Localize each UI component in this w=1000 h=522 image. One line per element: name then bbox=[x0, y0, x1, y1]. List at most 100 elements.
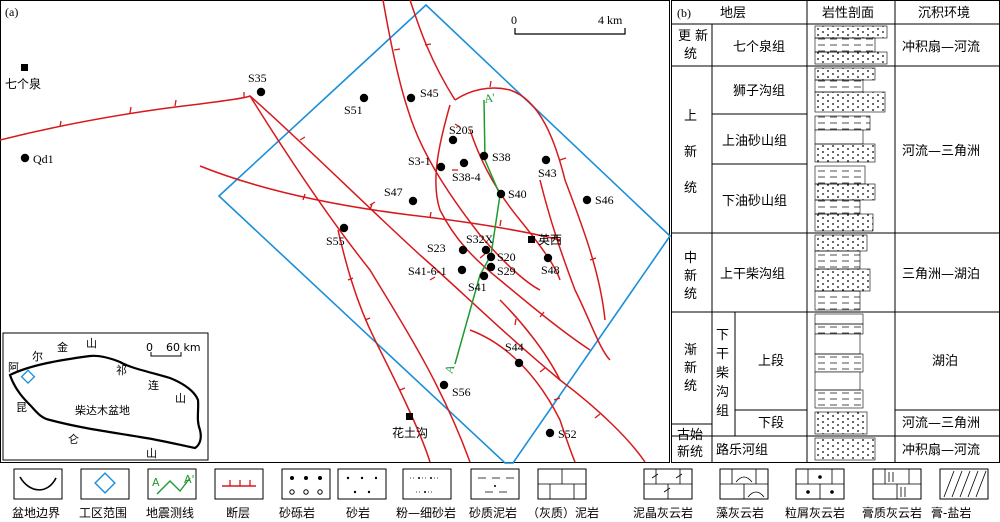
legend-basin-boundary: 盆地边界 bbox=[12, 468, 63, 520]
svg-text:泥晶灰云岩: 泥晶灰云岩 bbox=[633, 505, 693, 520]
legend-fault: 断层 bbox=[214, 468, 264, 520]
svg-text:粉—细砂岩: 粉—细砂岩 bbox=[396, 505, 456, 520]
legend-seismic-line: A A' 地震测线 bbox=[146, 468, 197, 520]
well-label: S29 bbox=[497, 264, 516, 278]
town-label: 花土沟 bbox=[392, 425, 428, 440]
profile-end-label: A' bbox=[483, 90, 496, 106]
town-label: 英西 bbox=[538, 233, 562, 247]
well-marker bbox=[545, 428, 555, 438]
well-label: S43 bbox=[538, 166, 557, 180]
legend-gypsum-salt: 膏-盐岩 bbox=[931, 468, 989, 520]
inset-label: 阿 bbox=[8, 361, 19, 374]
svg-text:砂砾岩: 砂砾岩 bbox=[279, 505, 315, 520]
well-label: S46 bbox=[595, 193, 614, 207]
well-marker bbox=[256, 87, 266, 97]
svg-text:A': A' bbox=[184, 473, 195, 486]
well-marker bbox=[448, 135, 458, 145]
legend-siltstone: 粉—细砂岩 bbox=[396, 468, 456, 520]
well-label: S55 bbox=[326, 234, 345, 248]
well-label: S48 bbox=[541, 263, 560, 277]
well-marker bbox=[541, 155, 551, 165]
map-scale-bar: 0 4 km bbox=[511, 13, 626, 35]
well-marker bbox=[486, 252, 496, 262]
inset-label: 山 bbox=[86, 337, 97, 350]
panel-b-text: (b) 地层 岩性剖面 沉积环境 更 新 统 上 新 统 中 新 统 渐 新 统… bbox=[677, 6, 980, 460]
svg-text:统: 统 bbox=[684, 181, 697, 196]
legend-conglomerate: 砂砾岩 bbox=[279, 468, 331, 520]
env-pleistocene: 冲积扇—河流 bbox=[902, 39, 980, 55]
svg-text:上: 上 bbox=[684, 109, 697, 124]
svg-text:断层: 断层 bbox=[226, 505, 250, 520]
svg-text:盆地边界: 盆地边界 bbox=[12, 506, 60, 520]
legend-gypsum-dolomite: 膏质灰云岩 bbox=[862, 468, 922, 520]
series-pleistocene-3: 统 bbox=[684, 47, 697, 62]
inset-label: 昆 bbox=[16, 401, 27, 414]
inset-label: 山 bbox=[146, 447, 157, 460]
town-marker bbox=[406, 413, 413, 420]
inset-label: 仑 bbox=[68, 432, 79, 446]
well-marker bbox=[436, 162, 446, 172]
well-label: S51 bbox=[344, 103, 363, 117]
env-pliocene: 河流—三角洲 bbox=[902, 144, 980, 159]
svg-text:膏-盐岩: 膏-盐岩 bbox=[931, 505, 971, 520]
well-label: S41-6-1 bbox=[408, 264, 447, 278]
env-oligocene-upper: 湖泊 bbox=[932, 354, 958, 369]
formation-lulehe: 路乐河组 bbox=[716, 442, 768, 458]
well-label: S40 bbox=[508, 187, 527, 201]
svg-text:组: 组 bbox=[716, 404, 729, 419]
well-label: S56 bbox=[452, 385, 471, 399]
member-upper: 上段 bbox=[758, 354, 784, 369]
well-label: S23 bbox=[427, 241, 446, 255]
well-marker bbox=[439, 380, 449, 390]
svg-text:砂岩: 砂岩 bbox=[346, 505, 370, 520]
well-label: S44 bbox=[505, 340, 524, 354]
well-marker bbox=[20, 153, 30, 163]
svg-text:（灰质）泥岩: （灰质）泥岩 bbox=[527, 505, 599, 520]
inset-label: 祁 bbox=[116, 363, 127, 377]
svg-text:地震测线: 地震测线 bbox=[146, 506, 194, 520]
fault-ticks bbox=[59, 43, 601, 419]
inset-label: 连 bbox=[148, 379, 159, 392]
towns: 七个泉 英西 花土沟 bbox=[5, 64, 562, 440]
faults bbox=[0, 0, 646, 463]
svg-text:下: 下 bbox=[716, 328, 729, 343]
env-miocene: 三角洲—湖泊 bbox=[902, 267, 980, 282]
series-pleistocene-1: 更 bbox=[678, 29, 691, 44]
panel-a: (a) 0 4 km bbox=[0, 0, 672, 464]
well-label: S35 bbox=[248, 71, 267, 85]
svg-text:砂质泥岩: 砂质泥岩 bbox=[469, 505, 517, 520]
svg-text:统: 统 bbox=[684, 379, 697, 394]
svg-text:粒屑灰云岩: 粒屑灰云岩 bbox=[785, 505, 845, 520]
legend-grainstone-dolomite: 粒屑灰云岩 bbox=[785, 468, 845, 520]
well-marker bbox=[359, 93, 369, 103]
svg-text:干: 干 bbox=[716, 347, 729, 362]
legend: 盆地边界 工区范围 A A' 地震测线 断层 砂砾岩 bbox=[12, 468, 989, 520]
legend-sandstone: 砂岩 bbox=[337, 468, 387, 520]
inset-scale-zero: 0 bbox=[146, 341, 153, 354]
well-label: S38-4 bbox=[452, 170, 481, 184]
well-label: S45 bbox=[420, 86, 439, 100]
well-label: S38 bbox=[492, 150, 511, 164]
well-marker bbox=[486, 262, 496, 272]
well-marker bbox=[339, 223, 349, 233]
wells: S35 S51 S45 S205 S3-1 S38 S38-4 S43 S47 … bbox=[20, 71, 614, 441]
svg-text:渐: 渐 bbox=[684, 343, 697, 358]
inset-label: 金 bbox=[57, 340, 68, 354]
svg-text:新统: 新统 bbox=[677, 444, 703, 460]
legend-work-area: 工区范围 bbox=[79, 468, 130, 520]
scale-zero: 0 bbox=[511, 13, 517, 27]
well-label: S52 bbox=[558, 427, 577, 441]
legend-mudstone: （灰质）泥岩 bbox=[527, 468, 599, 520]
lithology-column bbox=[814, 25, 888, 461]
well-marker bbox=[496, 189, 506, 199]
env-oligocene-lower: 河流—三角洲 bbox=[902, 416, 980, 431]
svg-text:工区范围: 工区范围 bbox=[79, 506, 127, 520]
panel-b-label: (b) bbox=[677, 6, 691, 20]
svg-text:新: 新 bbox=[684, 144, 697, 160]
well-marker bbox=[514, 358, 524, 368]
svg-text:柴: 柴 bbox=[716, 366, 729, 381]
inset-label: 山 bbox=[175, 392, 186, 405]
svg-text:沟: 沟 bbox=[716, 385, 729, 400]
header-lithology: 岩性剖面 bbox=[822, 6, 874, 21]
